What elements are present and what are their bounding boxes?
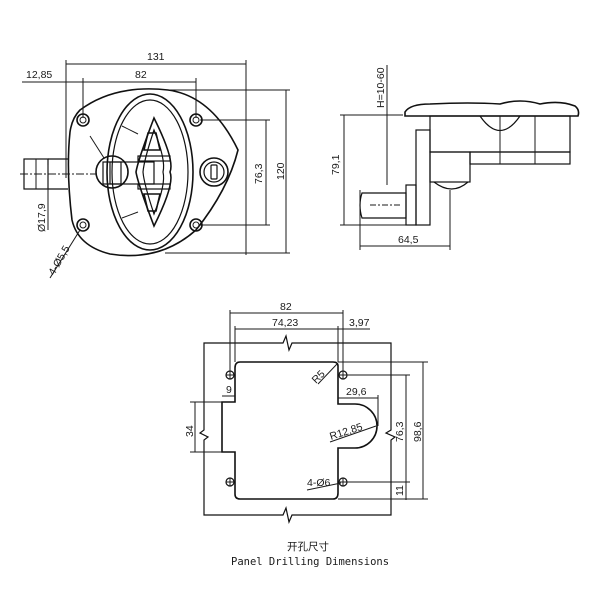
t-handle-inner <box>142 128 165 216</box>
dim-label-mounting-holes: 4-Ø5,5 <box>46 244 73 278</box>
mounting-hole-bottom-left <box>76 218 90 232</box>
dim-label-bottom-offset: 11 <box>394 485 406 496</box>
cutout-hole-top-left <box>225 370 235 380</box>
leader-line <box>306 482 342 491</box>
dim-label-hole-spacing-y: 76,3 <box>394 421 406 442</box>
mounting-hole-top-right <box>189 113 203 127</box>
spindle-cap <box>433 181 469 190</box>
dim-label-82: 82 <box>280 301 292 313</box>
body-rib <box>121 211 139 219</box>
front-view: 131 82 12,85 76,3 120 Ø17,9 <box>20 51 290 279</box>
caption-english: Panel Drilling Dimensions <box>231 556 389 568</box>
side-spindle-tube <box>359 192 407 219</box>
handle-bar-top <box>137 155 171 162</box>
dim-label-82: 82 <box>135 69 147 81</box>
dim-label-panel-thickness: H=10-60 <box>375 67 387 108</box>
body-rib <box>89 135 105 159</box>
dim-label-3-97: 3,97 <box>349 317 370 329</box>
dim-label-depth: 79,1 <box>330 154 342 175</box>
leader-line <box>49 229 81 279</box>
dim-label-left-notch-width: 9 <box>226 384 232 396</box>
dim-label-holes: 4-Ø6 <box>307 477 331 489</box>
handle-recess-outer <box>106 93 194 251</box>
dim-label-cutout-height: 98,6 <box>412 421 424 442</box>
housing-tray <box>469 151 571 165</box>
spindle-hub <box>95 155 129 189</box>
latch-body-outline <box>67 88 239 257</box>
dim-label-131: 131 <box>147 51 165 63</box>
body-rib <box>121 125 139 135</box>
dim-label-74-23: 74,23 <box>272 317 298 329</box>
dim-label-spindle-diameter: Ø17,9 <box>36 203 48 232</box>
spindle-hub-square <box>102 161 122 185</box>
mounting-hole-top-left <box>76 113 90 127</box>
flange <box>404 100 580 117</box>
dim-label-left-notch-height: 34 <box>184 425 196 437</box>
cutout-hole-top-right <box>338 370 348 380</box>
handle-arrow-down <box>142 193 162 212</box>
handle-arm <box>109 161 155 185</box>
dim-label-76-3: 76,3 <box>253 163 265 184</box>
dim-label-notch-radius: R12,85 <box>328 421 364 443</box>
dim-label-12-85: 12,85 <box>26 69 52 81</box>
spindle-block <box>429 151 471 183</box>
side-view: H=10-60 79,1 64,5 <box>330 65 580 250</box>
dim-label-corner-radius: R5 <box>310 368 328 386</box>
leader-line <box>317 363 338 385</box>
leader-line <box>329 425 377 443</box>
handle-bar-bottom <box>137 183 171 190</box>
handle-recess-inner <box>111 99 189 245</box>
caption-chinese: 开孔尺寸 <box>287 540 329 553</box>
cutout-hole-bottom-right <box>338 477 348 487</box>
panel-outline <box>198 334 397 524</box>
key-lock-icon <box>199 157 229 187</box>
cutout-hole-bottom-left <box>225 477 235 487</box>
dim-label-120: 120 <box>275 162 287 180</box>
handle-arrow-up <box>142 132 162 151</box>
mounting-hole-bottom-right <box>189 218 203 232</box>
panel-cutout: 82 74,23 3,97 R5 29,6 R12,85 9 34 76,3 <box>184 301 428 568</box>
mounting-plate <box>415 129 431 226</box>
nut <box>405 184 417 226</box>
dim-label-projection: 64,5 <box>398 234 419 246</box>
dim-label-notch-depth: 29,6 <box>346 386 367 398</box>
